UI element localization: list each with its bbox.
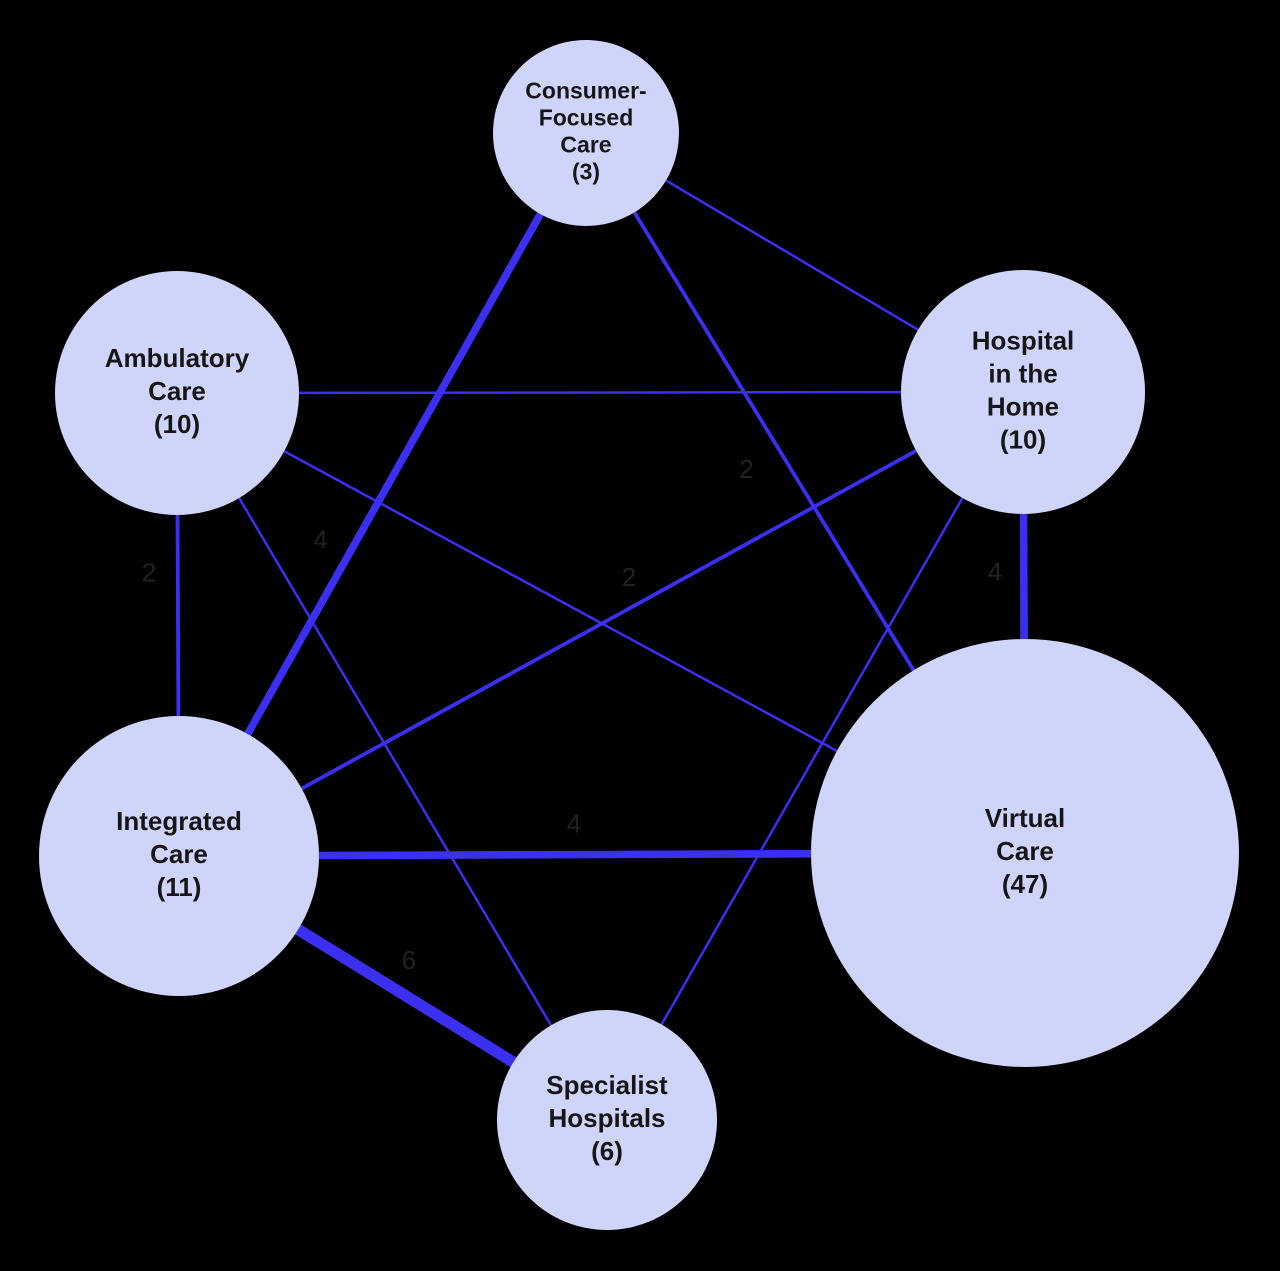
- node-circle: [39, 716, 319, 996]
- edge-hospital_home-specialist: [605, 391, 1025, 1121]
- node-label-line: Focused: [539, 105, 634, 131]
- edge-label-hospital_home-integrated: 2: [622, 562, 636, 592]
- edge-label-consumer-virtual: 2: [739, 454, 753, 484]
- node-label-line: (47): [1002, 869, 1048, 899]
- node-label-line: Specialist: [546, 1070, 668, 1100]
- node-label-line: Virtual: [985, 803, 1065, 833]
- node-label-line: Care: [996, 836, 1054, 866]
- node-label-line: Care: [150, 839, 208, 869]
- edge-label-integrated-specialist: 6: [402, 945, 416, 975]
- node-label-line: (11): [157, 872, 202, 902]
- node-label-line: (3): [572, 159, 600, 185]
- node-label-line: Hospitals: [548, 1103, 665, 1133]
- edge-label-consumer-integrated: 4: [313, 524, 327, 554]
- edge-label-ambulatory-integrated: 2: [142, 557, 156, 587]
- node-label-line: Consumer-: [525, 78, 646, 104]
- edge-label-hospital_home-virtual: 4: [988, 556, 1002, 586]
- node-label-line: Care: [560, 132, 611, 158]
- node-circle: [55, 271, 299, 515]
- edge-ambulatory-hospital_home: [176, 390, 1024, 395]
- node-circle: [901, 270, 1145, 514]
- edge-ambulatory-specialist: [175, 392, 609, 1121]
- node-label-line: Home: [987, 391, 1059, 421]
- edge-labels-layer: 2 4 2 2 4 4 6: [142, 454, 1002, 975]
- node-label-line: Integrated: [116, 806, 242, 836]
- edge-hospital_home-integrated: [178, 390, 1024, 858]
- node-circle: [811, 639, 1239, 1067]
- node-circle: [497, 1010, 717, 1230]
- node-label-line: (10): [1000, 424, 1046, 454]
- node-circle: [493, 40, 679, 226]
- node-label-line: Ambulatory: [105, 343, 250, 373]
- node-label-line: (10): [154, 409, 200, 439]
- edge-label-integrated-virtual: 4: [567, 808, 581, 838]
- node-label-line: Care: [148, 376, 206, 406]
- node-label-line: (6): [591, 1136, 623, 1166]
- node-label-line: Hospital: [972, 325, 1075, 355]
- node-label-line: in the: [988, 358, 1057, 388]
